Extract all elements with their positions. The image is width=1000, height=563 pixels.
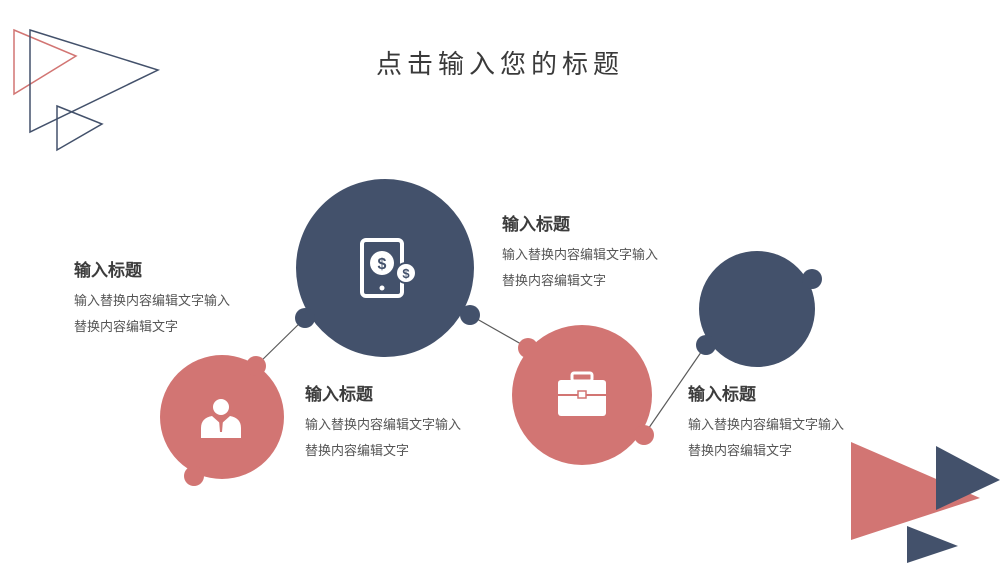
connector-lines [255, 314, 707, 436]
block-body-line1: 输入替换内容编辑文字输入 [74, 294, 231, 309]
block-heading: 输入标题 [688, 385, 756, 405]
text-block-1: 输入标题 输入替换内容编辑文字输入 替换内容编辑文字 [74, 256, 230, 341]
page-title: 点击输入您的标题 [375, 50, 624, 80]
text-block-3: 输入标题 输入替换内容编辑文字输入 替换内容编辑文字 [502, 210, 658, 295]
svg-text:$: $ [402, 266, 410, 281]
svg-text:$: $ [378, 256, 387, 273]
deco-triangles-top-left [13, 28, 161, 152]
circle-person [160, 355, 284, 486]
block-heading: 输入标题 [305, 385, 373, 405]
text-block-4: 输入标题 输入替换内容编辑文字输入 替换内容编辑文字 [688, 380, 844, 465]
block-body-line1: 输入替换内容编辑文字输入 [688, 418, 845, 433]
block-body-line2: 替换内容编辑文字 [502, 274, 607, 289]
block-body-line1: 输入替换内容编辑文字输入 [502, 248, 659, 263]
block-heading: 输入标题 [74, 261, 142, 281]
phone-dollar-icon: $ $ [360, 238, 417, 298]
block-body-line1: 输入替换内容编辑文字输入 [305, 418, 462, 433]
block-body-line2: 替换内容编辑文字 [305, 444, 410, 459]
circle-plain [696, 251, 822, 367]
block-body-line2: 替换内容编辑文字 [688, 444, 793, 459]
text-block-2: 输入标题 输入替换内容编辑文字输入 替换内容编辑文字 [305, 380, 461, 465]
block-heading: 输入标题 [502, 215, 570, 235]
block-body-line2: 替换内容编辑文字 [74, 320, 179, 335]
deco-triangles-bottom-right [851, 442, 1000, 563]
person-icon [201, 399, 241, 438]
briefcase-icon [558, 371, 606, 416]
